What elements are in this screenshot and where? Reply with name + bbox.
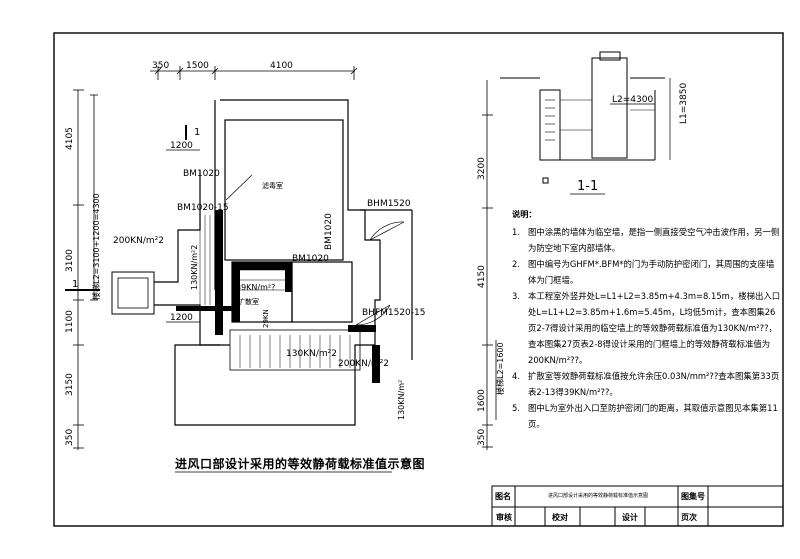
note-number: 5. — [512, 403, 520, 413]
note-item: 2. 图中编号为GHFM*.BFM*的门为手动防护密闭门，其周围的支座墙体为门框墙… — [512, 256, 782, 288]
dim-left-4105: 4105 — [65, 127, 75, 150]
note-number: 4. — [512, 371, 520, 381]
section-hatching — [545, 99, 655, 141]
dim-top-350: 350 — [152, 61, 169, 71]
room-label: 滤毒室 — [262, 181, 283, 190]
title-block — [491, 485, 784, 527]
load-200-b: 200KN/m²2 — [338, 359, 389, 369]
dim-right-350: 350 — [477, 429, 487, 446]
dim-left-350: 350 — [65, 429, 75, 446]
stair-hatching — [199, 215, 351, 368]
title-block-review: 审核 — [496, 513, 512, 522]
dim-right-4150: 4150 — [477, 265, 487, 288]
title-block-page: 页次 — [681, 513, 697, 522]
dim-left-3100: 3100 — [65, 249, 75, 272]
section-title: 1-1 — [577, 179, 598, 194]
critical-walls — [176, 210, 380, 383]
load-39: 39KN/m²? — [236, 283, 275, 292]
door-bm1020-b: BM1020 — [292, 254, 329, 264]
top-dimension-line — [150, 66, 358, 80]
section-mark-left-label: 1 — [72, 279, 78, 290]
section-1-1 — [500, 51, 665, 161]
section-l1: L1=3850 — [679, 83, 689, 124]
note-item: 1. 图中涂黑的墙体为临空墙，是指一侧直接受空气冲击波作用，另一侧为防空地下室内部… — [512, 224, 782, 256]
title-block-check: 校对 — [552, 513, 568, 522]
note-text: 图中涂黑的墙体为临空墙，是指一侧直接受空气冲击波作用，另一侧为防空地下室内部墙体… — [528, 227, 780, 253]
load-29: 29KN — [262, 309, 270, 328]
load-130-b: 130KN/m²2 — [286, 349, 337, 359]
title-block-name-label: 图名 — [495, 492, 511, 501]
title-block-drawing-name: 进风口部设计采用的等效静荷载标准值示意图 — [548, 493, 649, 499]
expansion-room-label: 扩散室 — [238, 297, 259, 306]
section-dims — [610, 78, 671, 160]
note-number: 1. — [512, 227, 520, 237]
note-item: 5. 图中L为室外出入口至防护密闭门的距离，其取值示意图见本集第11页。 — [512, 400, 782, 432]
door-bhm1520: BHM1520 — [367, 199, 411, 209]
left-dimension-line — [73, 89, 98, 450]
section-mark-top-label: 1 — [194, 127, 200, 138]
dim-left-1100: 1100 — [65, 310, 75, 333]
dim-top-1500: 1500 — [186, 61, 209, 71]
dim-1200-mid: 1200 — [170, 313, 193, 323]
load-200-a: 200KN/m²2 — [113, 236, 164, 246]
dim-right-3200: 3200 — [477, 157, 487, 180]
title-block-no-label: 图集号 — [681, 492, 705, 501]
door-swings — [225, 174, 405, 326]
inner-dims — [166, 149, 200, 323]
dim-right-l2: 楼梯L2=1600 — [495, 342, 505, 395]
title-block-design: 设计 — [622, 513, 638, 522]
note-number: 2. — [512, 259, 520, 269]
section-l2: L2=4300 — [612, 95, 653, 105]
notes-heading: 说明： — [512, 209, 537, 219]
door-bhfm1520-15: BHFM1520-15 — [362, 308, 426, 318]
sheet-border — [53, 32, 784, 527]
right-dimension-line — [482, 80, 497, 450]
note-item: 4. 扩散室等效静荷载标准值按允许余压0.03N/mm²??查本图集第33页表2-… — [512, 368, 782, 400]
note-text: 图中L为室外出入口至防护密闭门的距离，其取值示意图见本集第11页。 — [528, 403, 778, 429]
door-bm1020-a: BM1020 — [183, 169, 220, 179]
note-text: 图中编号为GHFM*.BFM*的门为手动防护密闭门，其周围的支座墙体为门框墙。 — [528, 259, 775, 285]
dim-top-4100: 4100 — [270, 61, 293, 71]
note-number: 3. — [512, 291, 520, 301]
section-marker — [542, 177, 549, 184]
note-item: 3. 本工程室外竖井处L=L1+L2=3.85m+4.3m=8.15m，楼梯出入口… — [512, 288, 782, 368]
load-130-a: 130KN/m²2 — [190, 245, 199, 290]
dim-left-chain: 楼梯L2=3100+1200=4300 — [91, 193, 101, 300]
notes-block: 说明： 1. 图中涂黑的墙体为临空墙，是指一侧直接受空气冲击波作用，另一侧为防空地… — [512, 206, 782, 432]
door-bm1020-15: BM1020-15 — [177, 203, 229, 213]
load-130-c: 130KN/m² — [397, 380, 406, 420]
figure-caption: 进风口部设计采用的等效静荷载标准值示意图 — [175, 457, 426, 471]
note-text: 本工程室外竖井处L=L1+L2=3.85m+4.3m=8.15m，楼梯出入口处L… — [528, 291, 781, 365]
door-bm1020-v: BM1020 — [324, 213, 334, 250]
dim-left-3150: 3150 — [65, 373, 75, 396]
dim-1200-top: 1200 — [170, 141, 193, 151]
note-text: 扩散室等效静荷载标准值按允许余压0.03N/mm²??查本图集第33页表2-13… — [528, 371, 780, 397]
dim-right-1600: 1600 — [477, 389, 487, 412]
